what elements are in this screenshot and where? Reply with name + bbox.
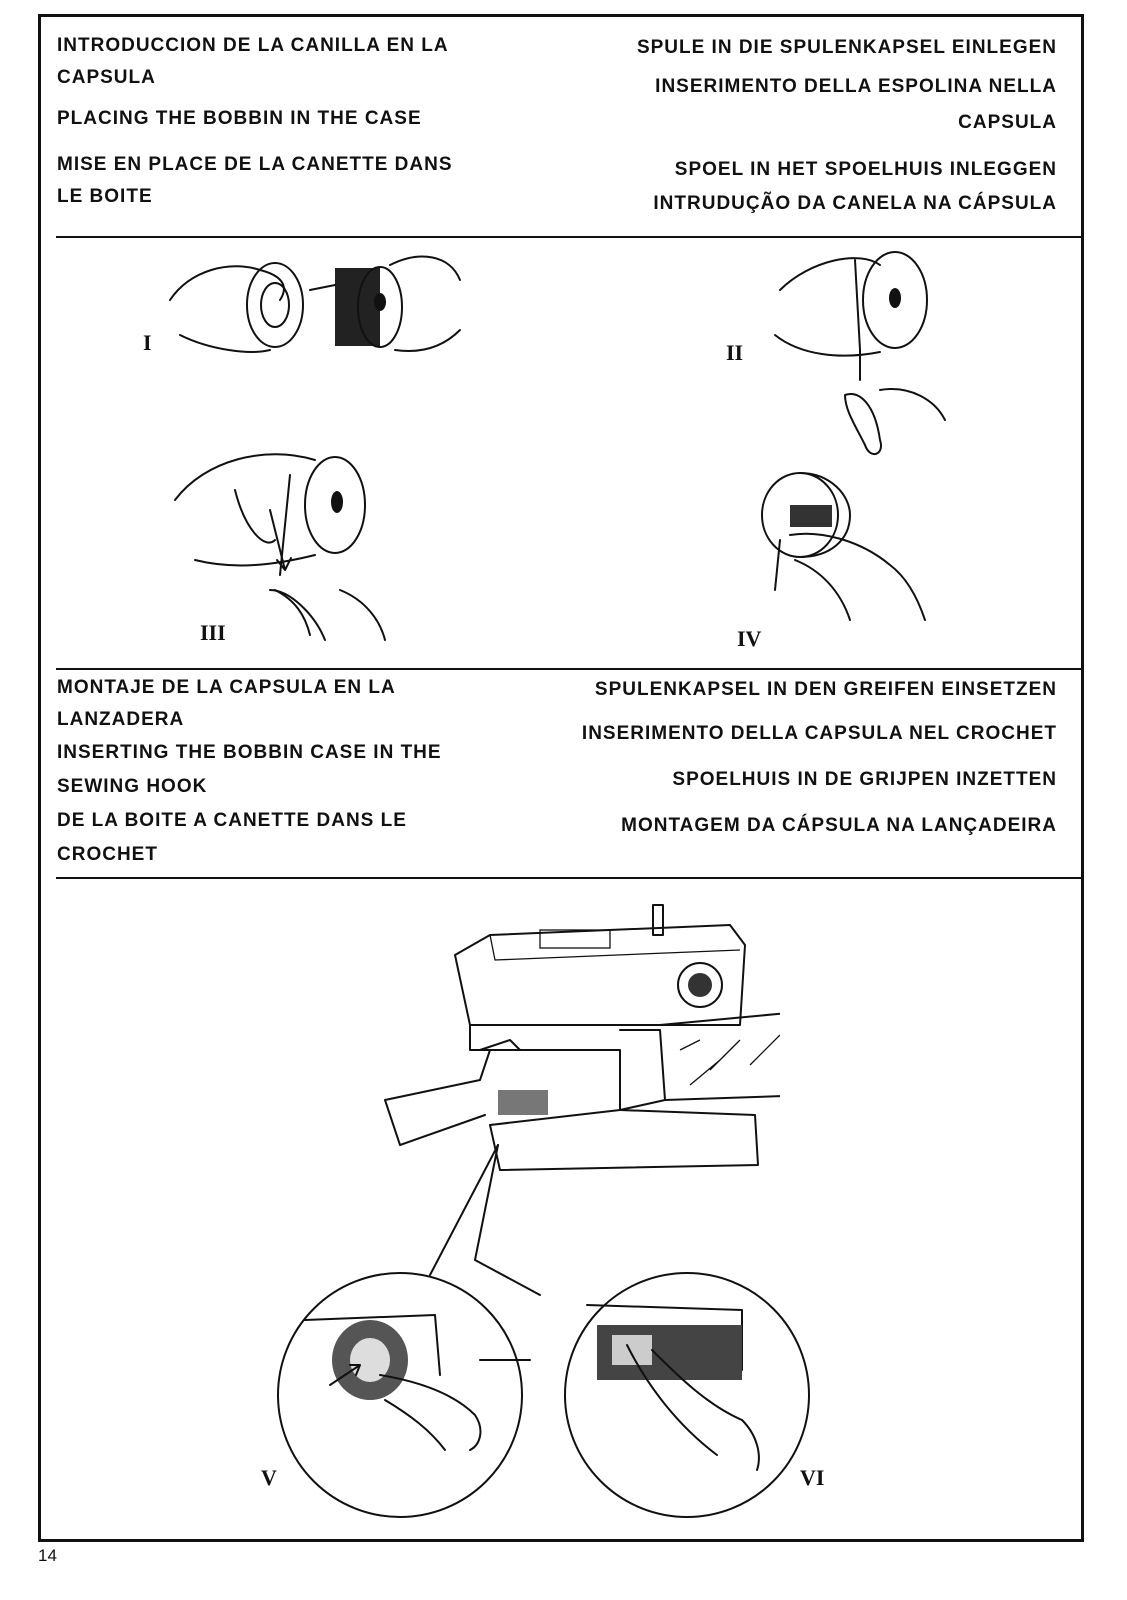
figure-label-vi: VI xyxy=(800,1465,825,1490)
heading-fr-1b: LE BOITE xyxy=(57,186,153,207)
figure-label-i: I xyxy=(143,330,152,355)
figure-iii-illustration xyxy=(174,453,386,641)
figure-i-illustration xyxy=(169,255,461,353)
heading-pt-1: INTRUDUÇÃO DA CANELA NA CÁPSULA xyxy=(653,193,1057,214)
divider-lower xyxy=(56,877,1084,879)
heading-nl-2: SPOELHUIS IN DE GRIJPEN INZETTEN xyxy=(672,769,1057,790)
figure-v-detail xyxy=(277,1272,523,1518)
figure-ii-illustration xyxy=(774,251,946,455)
heading-fr-1: MISE EN PLACE DE LA CANETTE DANS xyxy=(57,154,453,175)
heading-fr-2: DE LA BOITE A CANETTE DANS LE xyxy=(57,810,407,831)
heading-it-1b: CAPSULA xyxy=(958,112,1057,133)
heading-it-1: INSERIMENTO DELLA ESPOLINA NELLA xyxy=(655,76,1057,97)
figure-label-v: V xyxy=(261,1465,277,1490)
heading-de-1: SPULE IN DIE SPULENKAPSEL EINLEGEN xyxy=(636,37,1057,58)
heading-pt-2: MONTAGEM DA CÁPSULA NA LANÇADEIRA xyxy=(621,815,1057,836)
figure-label-ii: II xyxy=(726,340,744,365)
divider-top xyxy=(56,236,1084,238)
heading-en-2: INSERTING THE BOBBIN CASE IN THE xyxy=(57,742,442,763)
heading-de-2: SPULENKAPSEL IN DEN GREIFEN EINSETZEN xyxy=(594,679,1057,700)
heading-it-2: INSERIMENTO DELLA CAPSULA NEL CROCHET xyxy=(581,723,1057,744)
heading-en-1: PLACING THE BOBBIN IN THE CASE xyxy=(57,108,422,129)
heading-es-1b: CAPSULA xyxy=(57,67,156,88)
heading-es-2: MONTAJE DE LA CAPSULA EN LA xyxy=(57,677,396,698)
heading-en-2b: SEWING HOOK xyxy=(57,776,208,797)
divider-middle xyxy=(56,668,1084,670)
figure-label-iii: III xyxy=(200,620,226,645)
page-number: 14 xyxy=(38,1546,57,1565)
sewing-machine-illustration xyxy=(384,904,780,1171)
figure-label-iv: IV xyxy=(737,626,762,651)
figure-iv-illustration xyxy=(761,472,926,621)
heading-fr-2b: CROCHET xyxy=(57,844,158,865)
page-border xyxy=(38,14,1084,1542)
heading-nl-1: SPOEL IN HET SPOELHUIS INLEGGEN xyxy=(674,159,1057,180)
heading-es-2b: LANZADERA xyxy=(57,709,185,730)
figure-vi-detail xyxy=(564,1272,810,1518)
heading-es-1: INTRODUCCION DE LA CANILLA EN LA xyxy=(57,35,449,56)
zoom-connector-lines xyxy=(429,1144,541,1361)
